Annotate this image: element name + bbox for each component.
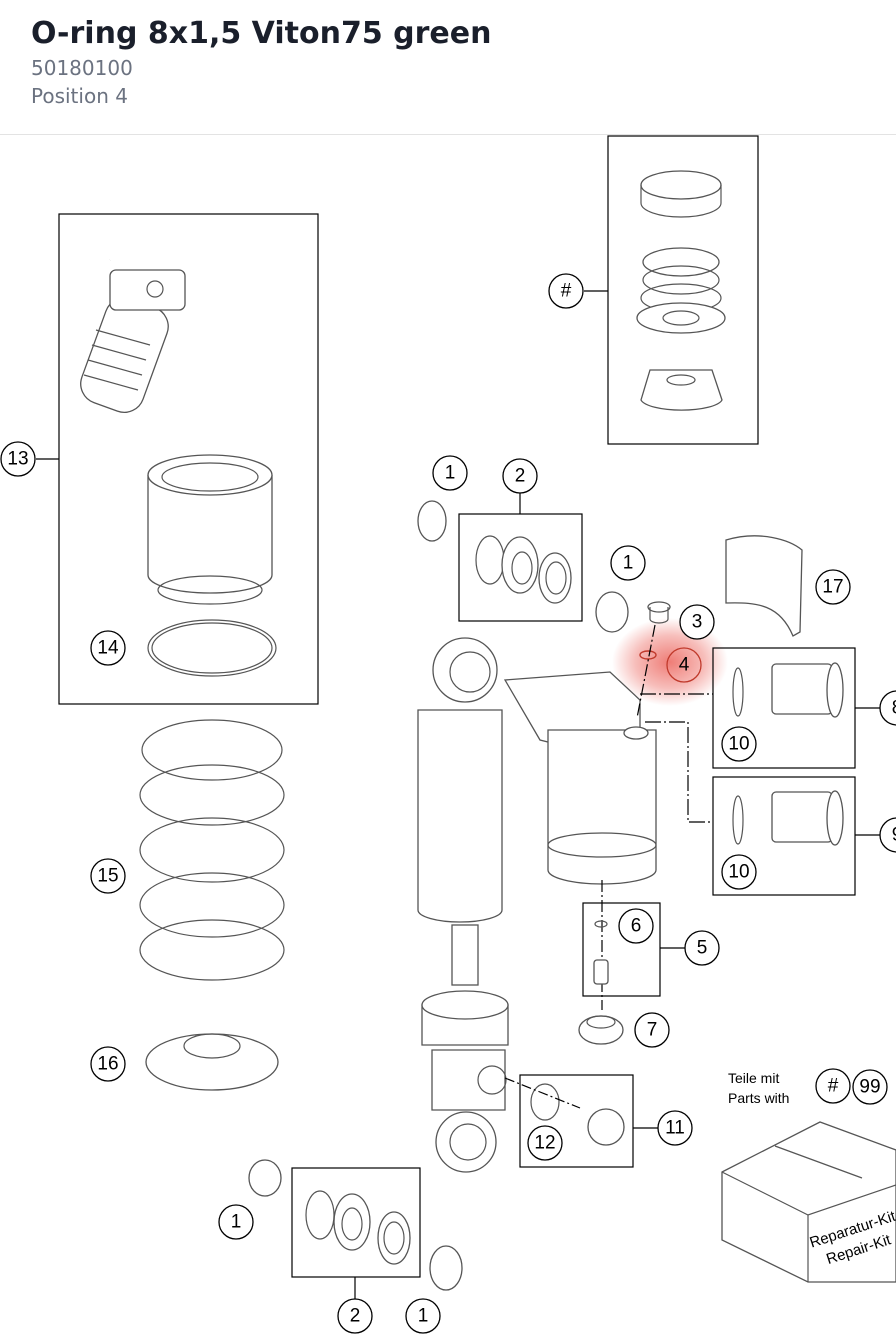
part-number: 50180100 bbox=[31, 56, 133, 80]
kit-note-line-1: Teile mit bbox=[728, 1070, 779, 1086]
svg-text:4: 4 bbox=[679, 655, 690, 676]
svg-text:9: 9 bbox=[892, 825, 896, 846]
svg-text:1: 1 bbox=[418, 1306, 429, 1327]
spring bbox=[139, 719, 285, 981]
svg-text:1: 1 bbox=[445, 463, 456, 484]
svg-text:#: # bbox=[828, 1076, 839, 1097]
callout-1[interactable]: 1 bbox=[405, 1298, 441, 1334]
callout-4-highlighted[interactable]: 4 bbox=[666, 647, 702, 683]
svg-text:6: 6 bbox=[631, 916, 642, 937]
svg-text:1: 1 bbox=[231, 1212, 242, 1233]
callout-2[interactable]: 2 bbox=[502, 458, 538, 494]
callout-10[interactable]: 10 bbox=[721, 726, 757, 762]
svg-text:2: 2 bbox=[515, 466, 526, 487]
valve-group-5 bbox=[578, 880, 686, 1045]
damper-body bbox=[417, 637, 657, 1173]
bushing-group-bottom bbox=[248, 1159, 463, 1300]
svg-text:7: 7 bbox=[647, 1020, 658, 1041]
callout-16[interactable]: 16 bbox=[90, 1046, 126, 1082]
svg-text:15: 15 bbox=[97, 866, 118, 887]
callout-1[interactable]: 1 bbox=[218, 1204, 254, 1240]
svg-text:1: 1 bbox=[623, 553, 634, 574]
svg-text:3: 3 bbox=[692, 612, 703, 633]
spring-seat bbox=[145, 1033, 279, 1091]
callout-10[interactable]: 10 bbox=[721, 854, 757, 890]
callout-11[interactable]: 11 bbox=[657, 1110, 693, 1146]
svg-text:11: 11 bbox=[665, 1118, 685, 1139]
callout-hash[interactable]: # bbox=[548, 273, 584, 309]
valve-group-11 bbox=[504, 1074, 658, 1168]
callout-3[interactable]: 3 bbox=[679, 604, 715, 640]
callout-2[interactable]: 2 bbox=[337, 1298, 373, 1334]
callout-14[interactable]: 14 bbox=[90, 630, 126, 666]
part-title: O-ring 8x1,5 Viton75 green bbox=[31, 16, 492, 51]
callout-1[interactable]: 1 bbox=[610, 545, 646, 581]
callout-7[interactable]: 7 bbox=[634, 1012, 670, 1048]
part-header: O-ring 8x1,5 Viton75 green 50180100 Posi… bbox=[0, 0, 896, 135]
callout-15[interactable]: 15 bbox=[90, 858, 126, 894]
svg-text:16: 16 bbox=[97, 1054, 118, 1075]
svg-text:5: 5 bbox=[697, 938, 708, 959]
svg-text:13: 13 bbox=[7, 449, 28, 470]
highlight-glow bbox=[612, 618, 728, 706]
kit-note-line-2: Parts with bbox=[728, 1090, 789, 1106]
callout-8[interactable]: 8 bbox=[879, 690, 896, 726]
svg-text:2: 2 bbox=[350, 1306, 361, 1327]
callout-hash-kit: # bbox=[815, 1068, 851, 1104]
callout-6[interactable]: 6 bbox=[618, 908, 654, 944]
svg-text:10: 10 bbox=[728, 862, 749, 883]
callout-13[interactable]: 13 bbox=[0, 441, 36, 477]
repair-kit-box: Reparatur-Kit Repair-Kit Teile mit Parts… bbox=[721, 1070, 896, 1283]
bearing-group bbox=[584, 135, 759, 445]
svg-text:12: 12 bbox=[534, 1133, 555, 1154]
svg-text:8: 8 bbox=[892, 698, 896, 719]
part-position: Position 4 bbox=[31, 84, 128, 108]
svg-text:99: 99 bbox=[859, 1077, 880, 1098]
callout-99: 99 bbox=[852, 1069, 888, 1105]
heat-shield bbox=[725, 535, 803, 637]
callout-9[interactable]: 9 bbox=[879, 817, 896, 853]
svg-text:#: # bbox=[561, 281, 572, 302]
bushing-group-top bbox=[417, 492, 629, 633]
reservoir-group bbox=[36, 213, 319, 705]
callout-12[interactable]: 12 bbox=[527, 1125, 563, 1161]
callout-5[interactable]: 5 bbox=[684, 930, 720, 966]
callout-17[interactable]: 17 bbox=[815, 569, 851, 605]
callout-1[interactable]: 1 bbox=[432, 455, 468, 491]
adjuster-group-8 bbox=[640, 647, 880, 769]
cap-and-oring bbox=[636, 601, 671, 719]
adjuster-group-9 bbox=[645, 721, 880, 896]
svg-text:14: 14 bbox=[97, 638, 119, 659]
svg-text:10: 10 bbox=[728, 734, 749, 755]
svg-text:17: 17 bbox=[822, 577, 843, 598]
